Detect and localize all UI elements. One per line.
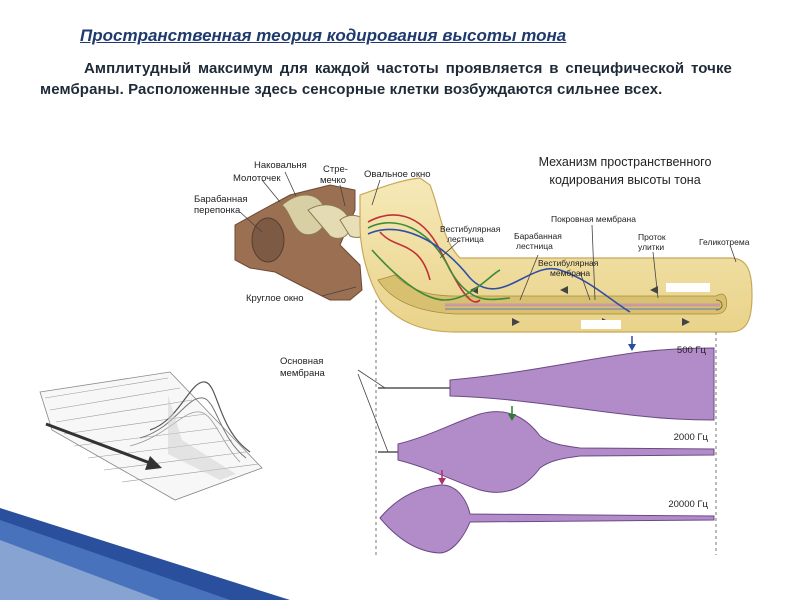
label-stapes-2: мечко	[320, 175, 346, 186]
label-vestibular-membrane-1: Вестибулярная	[538, 258, 599, 268]
label-anvil: Наковальня	[254, 160, 307, 171]
label-basilar-membrane-1: Основная	[280, 356, 323, 367]
membrane-wave-3d	[40, 372, 262, 500]
corner-decoration	[0, 508, 290, 600]
cochlea-tube	[360, 178, 752, 332]
label-stapes-1: Стре-	[323, 164, 348, 175]
label-eardrum-2: перепонка	[194, 205, 241, 216]
middle-ear-anatomy	[235, 185, 368, 300]
freq-label-2000: 2000 Гц	[674, 432, 709, 443]
freq-label-500: 500 Гц	[677, 345, 707, 356]
freq-label-20000: 20000 Гц	[668, 499, 708, 510]
basilar-membrane-500hz	[378, 348, 714, 420]
label-tympanic-scala-2: лестница	[516, 241, 553, 251]
basilar-membrane-2000hz	[378, 412, 714, 493]
label-cochlear-duct-2: улитки	[638, 242, 664, 252]
diagram-heading-line1: Механизм пространственного	[539, 155, 712, 169]
eardrum-shape	[252, 218, 284, 262]
label-vestibular-scala-1: Вестибулярная	[440, 224, 501, 234]
label-hammer: Молоточек	[233, 173, 281, 184]
arrow-down-icon	[628, 344, 636, 351]
label-tympanic-scala-1: Барабанная	[514, 231, 562, 241]
label-vestibular-membrane-2: мембрана	[550, 268, 590, 278]
label-round-window: Круглое окно	[246, 293, 304, 304]
label-vestibular-scala-2: лестница	[447, 234, 484, 244]
label-eardrum-1: Барабанная	[194, 194, 248, 205]
label-tectorial-membrane: Покровная мембрана	[551, 214, 636, 224]
diagram-heading-line2: кодирования высоты тона	[549, 173, 700, 187]
label-basilar-membrane-2: мембрана	[280, 368, 325, 379]
basilar-membrane-20000hz	[380, 485, 714, 553]
label-oval-window: Овальное окно	[364, 169, 431, 180]
arrow-down-icon	[438, 478, 446, 485]
label-cochlear-duct-1: Проток	[638, 232, 666, 242]
label-helicotrema: Геликотрема	[699, 237, 750, 247]
